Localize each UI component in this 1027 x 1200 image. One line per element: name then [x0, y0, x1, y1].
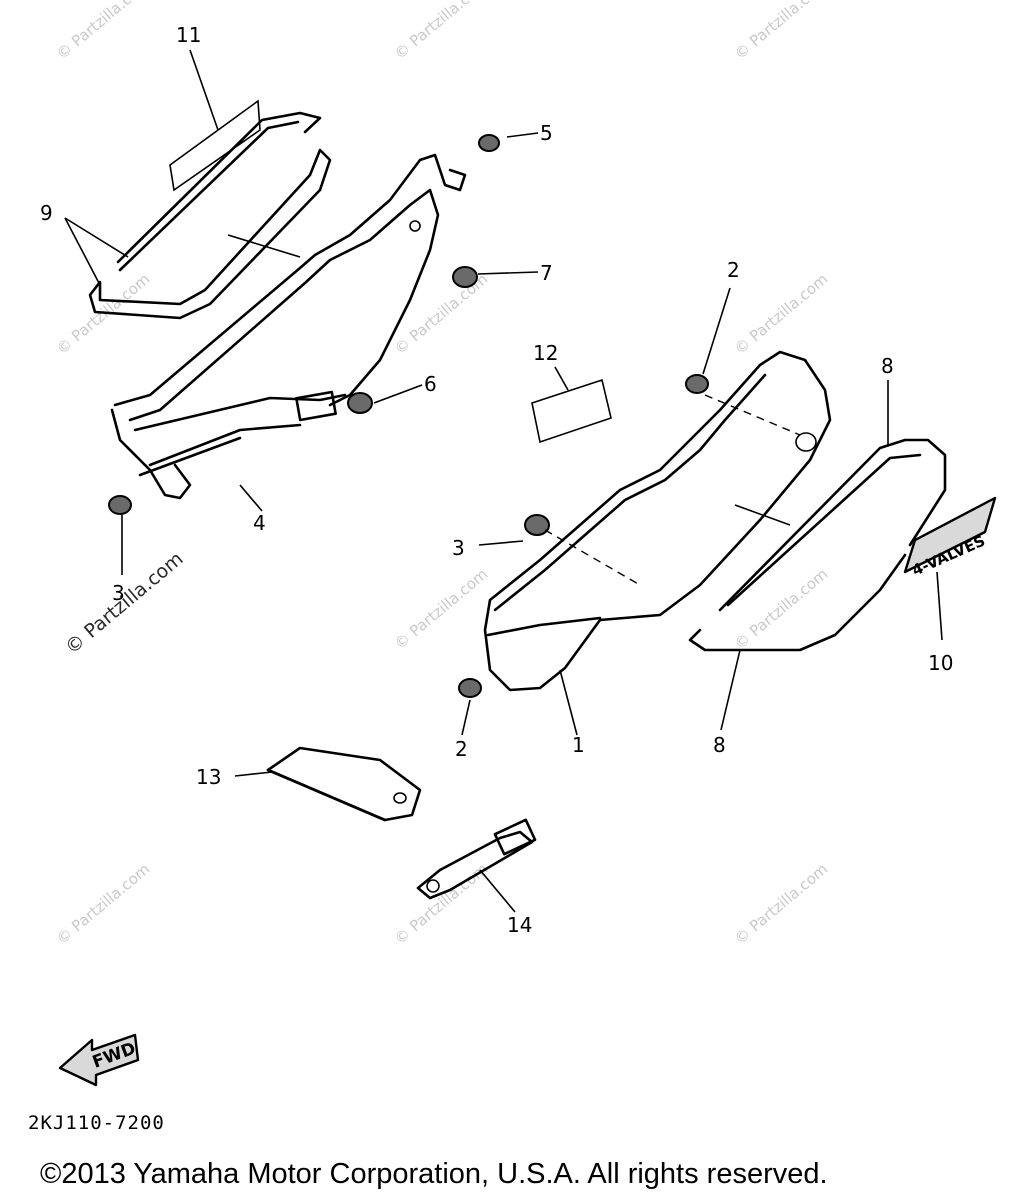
- callout-1: 1: [572, 733, 585, 757]
- part-14-strap: [416, 818, 537, 900]
- callout-12: 12: [533, 341, 558, 365]
- callout-labels: 11 5 9 7 2 12 8 6 4 3 3 10 2 1 8 13 14: [40, 23, 953, 937]
- part-6-grommet: [347, 392, 373, 414]
- part-12-decal: [531, 378, 612, 444]
- watermark: © Partzilla.com: [53, 0, 153, 63]
- part-11-emblem: [169, 99, 261, 192]
- part-4-bracket: [110, 153, 467, 500]
- part-1-side-cover: [483, 350, 832, 692]
- watermark: © Partzilla.com: [731, 860, 831, 948]
- callout-2-upper: 2: [727, 258, 740, 282]
- part-8-trim: [688, 438, 947, 652]
- callout-7: 7: [540, 261, 553, 285]
- watermark: © Partzilla.com: [731, 0, 831, 63]
- watermark: © Partzilla.com: [391, 565, 491, 653]
- watermark: © Partzilla.com: [731, 565, 831, 653]
- callout-6: 6: [424, 372, 437, 396]
- watermark: © Partzilla.com: [53, 860, 153, 948]
- callout-5: 5: [540, 121, 553, 145]
- callout-8-lower: 8: [713, 733, 726, 757]
- callout-9: 9: [40, 201, 53, 225]
- callout-10: 10: [928, 651, 953, 675]
- part-5-grommet: [478, 134, 500, 152]
- callout-13: 13: [196, 765, 221, 789]
- callout-4: 4: [253, 511, 266, 535]
- callout-3-left: 3: [112, 581, 125, 605]
- watermark-layer: © Partzilla.com © Partzilla.com © Partzi…: [53, 0, 831, 948]
- part-2-grommet-upper: [685, 374, 709, 394]
- part-9-trim-stripes: [88, 111, 332, 320]
- copyright-notice: ©2013 Yamaha Motor Corporation, U.S.A. A…: [40, 1158, 828, 1190]
- part-3-grommet-right: [524, 514, 550, 536]
- callout-2-lower: 2: [455, 737, 468, 761]
- part-7-grommet: [452, 266, 478, 288]
- callout-3-right: 3: [452, 536, 465, 560]
- callout-14: 14: [507, 913, 532, 937]
- watermark: © Partzilla.com: [731, 270, 831, 358]
- callout-11: 11: [176, 23, 201, 47]
- part-2-grommet-lower: [458, 678, 482, 698]
- diagram-reference-code: 2KJ110-7200: [28, 1112, 165, 1134]
- part-10-emblem: 4-VALVES: [903, 496, 997, 580]
- watermark: © Partzilla.com: [391, 0, 491, 63]
- watermark: © Partzilla.com: [391, 270, 491, 358]
- part-13-tool-case: [266, 746, 422, 822]
- grommets: [108, 134, 709, 698]
- fwd-arrow: FWD: [58, 1033, 140, 1087]
- part-3-grommet-left: [108, 495, 132, 515]
- callout-8-upper: 8: [881, 354, 894, 378]
- watermark: © Partzilla.com: [391, 860, 491, 948]
- leader-lines: [64, 49, 943, 913]
